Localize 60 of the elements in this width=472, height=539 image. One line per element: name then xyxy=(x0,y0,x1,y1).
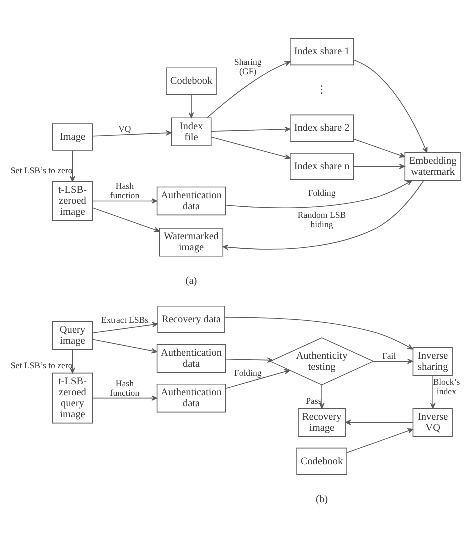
node-box: Query image xyxy=(52,320,93,350)
arrow xyxy=(222,180,424,250)
edge-label: Extract LSBs xyxy=(101,314,149,325)
arrow xyxy=(353,138,406,158)
node-box: Index file xyxy=(171,117,212,146)
node-diamond: Authenticity testing xyxy=(270,337,374,386)
node-box: Index share 1 xyxy=(290,38,354,66)
label: (a) xyxy=(186,276,198,287)
edge-label: Folding xyxy=(234,367,262,378)
arrow xyxy=(225,368,290,389)
node-box: Watermarked image xyxy=(159,228,224,256)
edge-label: Block’s index xyxy=(433,376,460,396)
arrow xyxy=(319,384,325,408)
arrow xyxy=(430,374,436,408)
edge-label: Hash function xyxy=(110,378,140,398)
arrow xyxy=(92,322,158,334)
arrow xyxy=(373,358,414,364)
edge-label: Hash function xyxy=(110,180,140,200)
node-box: Index share 2 xyxy=(290,114,354,142)
arrow xyxy=(345,419,414,425)
edge-label: Fail xyxy=(382,350,396,361)
arrow xyxy=(188,94,194,118)
label: ⋮ xyxy=(316,83,328,96)
edge-label: Folding xyxy=(308,187,336,198)
node-box: Embedding watermark xyxy=(404,152,462,181)
edge-label: Sharing (GF) xyxy=(234,56,262,76)
node-box: Recovery data xyxy=(158,306,226,333)
node-box: Authentication data xyxy=(156,186,226,216)
arrow xyxy=(346,428,414,453)
arrow xyxy=(92,198,158,204)
edge-label: Random LSB hiding xyxy=(298,209,346,229)
arrow xyxy=(211,126,291,132)
node-box: Inverse VQ xyxy=(412,408,454,436)
edge-label: Set LSB’s to zero xyxy=(10,164,73,175)
node-box: Index share n xyxy=(290,152,354,180)
arrow xyxy=(211,136,291,160)
node-box: Authentication data xyxy=(156,383,226,412)
node-box: Codebook xyxy=(166,67,217,94)
arrow xyxy=(207,60,291,118)
arrow xyxy=(70,150,76,182)
arrow xyxy=(353,163,406,169)
arrow xyxy=(92,130,172,136)
node-box: t-LSB-zeroed image xyxy=(52,180,93,221)
arrow xyxy=(92,395,158,401)
arrow xyxy=(92,207,160,232)
arrow xyxy=(226,180,413,208)
edge-label: VQ xyxy=(118,123,132,134)
node-box: Codebook xyxy=(296,447,348,475)
edge-label: Pass xyxy=(306,396,322,406)
node-box: Authentication data xyxy=(156,344,226,372)
arrow xyxy=(225,357,274,363)
edge-label: Set LSB’s to zero xyxy=(10,360,73,370)
arrow xyxy=(92,338,158,354)
node-box: t-LSB-zeroed query image xyxy=(52,372,93,424)
label: (b) xyxy=(316,494,328,506)
arrow xyxy=(353,59,428,153)
node-box: Recovery image xyxy=(298,408,346,436)
arrow xyxy=(224,316,414,350)
node-box: Image xyxy=(52,123,93,150)
node-box: Inverse sharing xyxy=(412,346,454,376)
